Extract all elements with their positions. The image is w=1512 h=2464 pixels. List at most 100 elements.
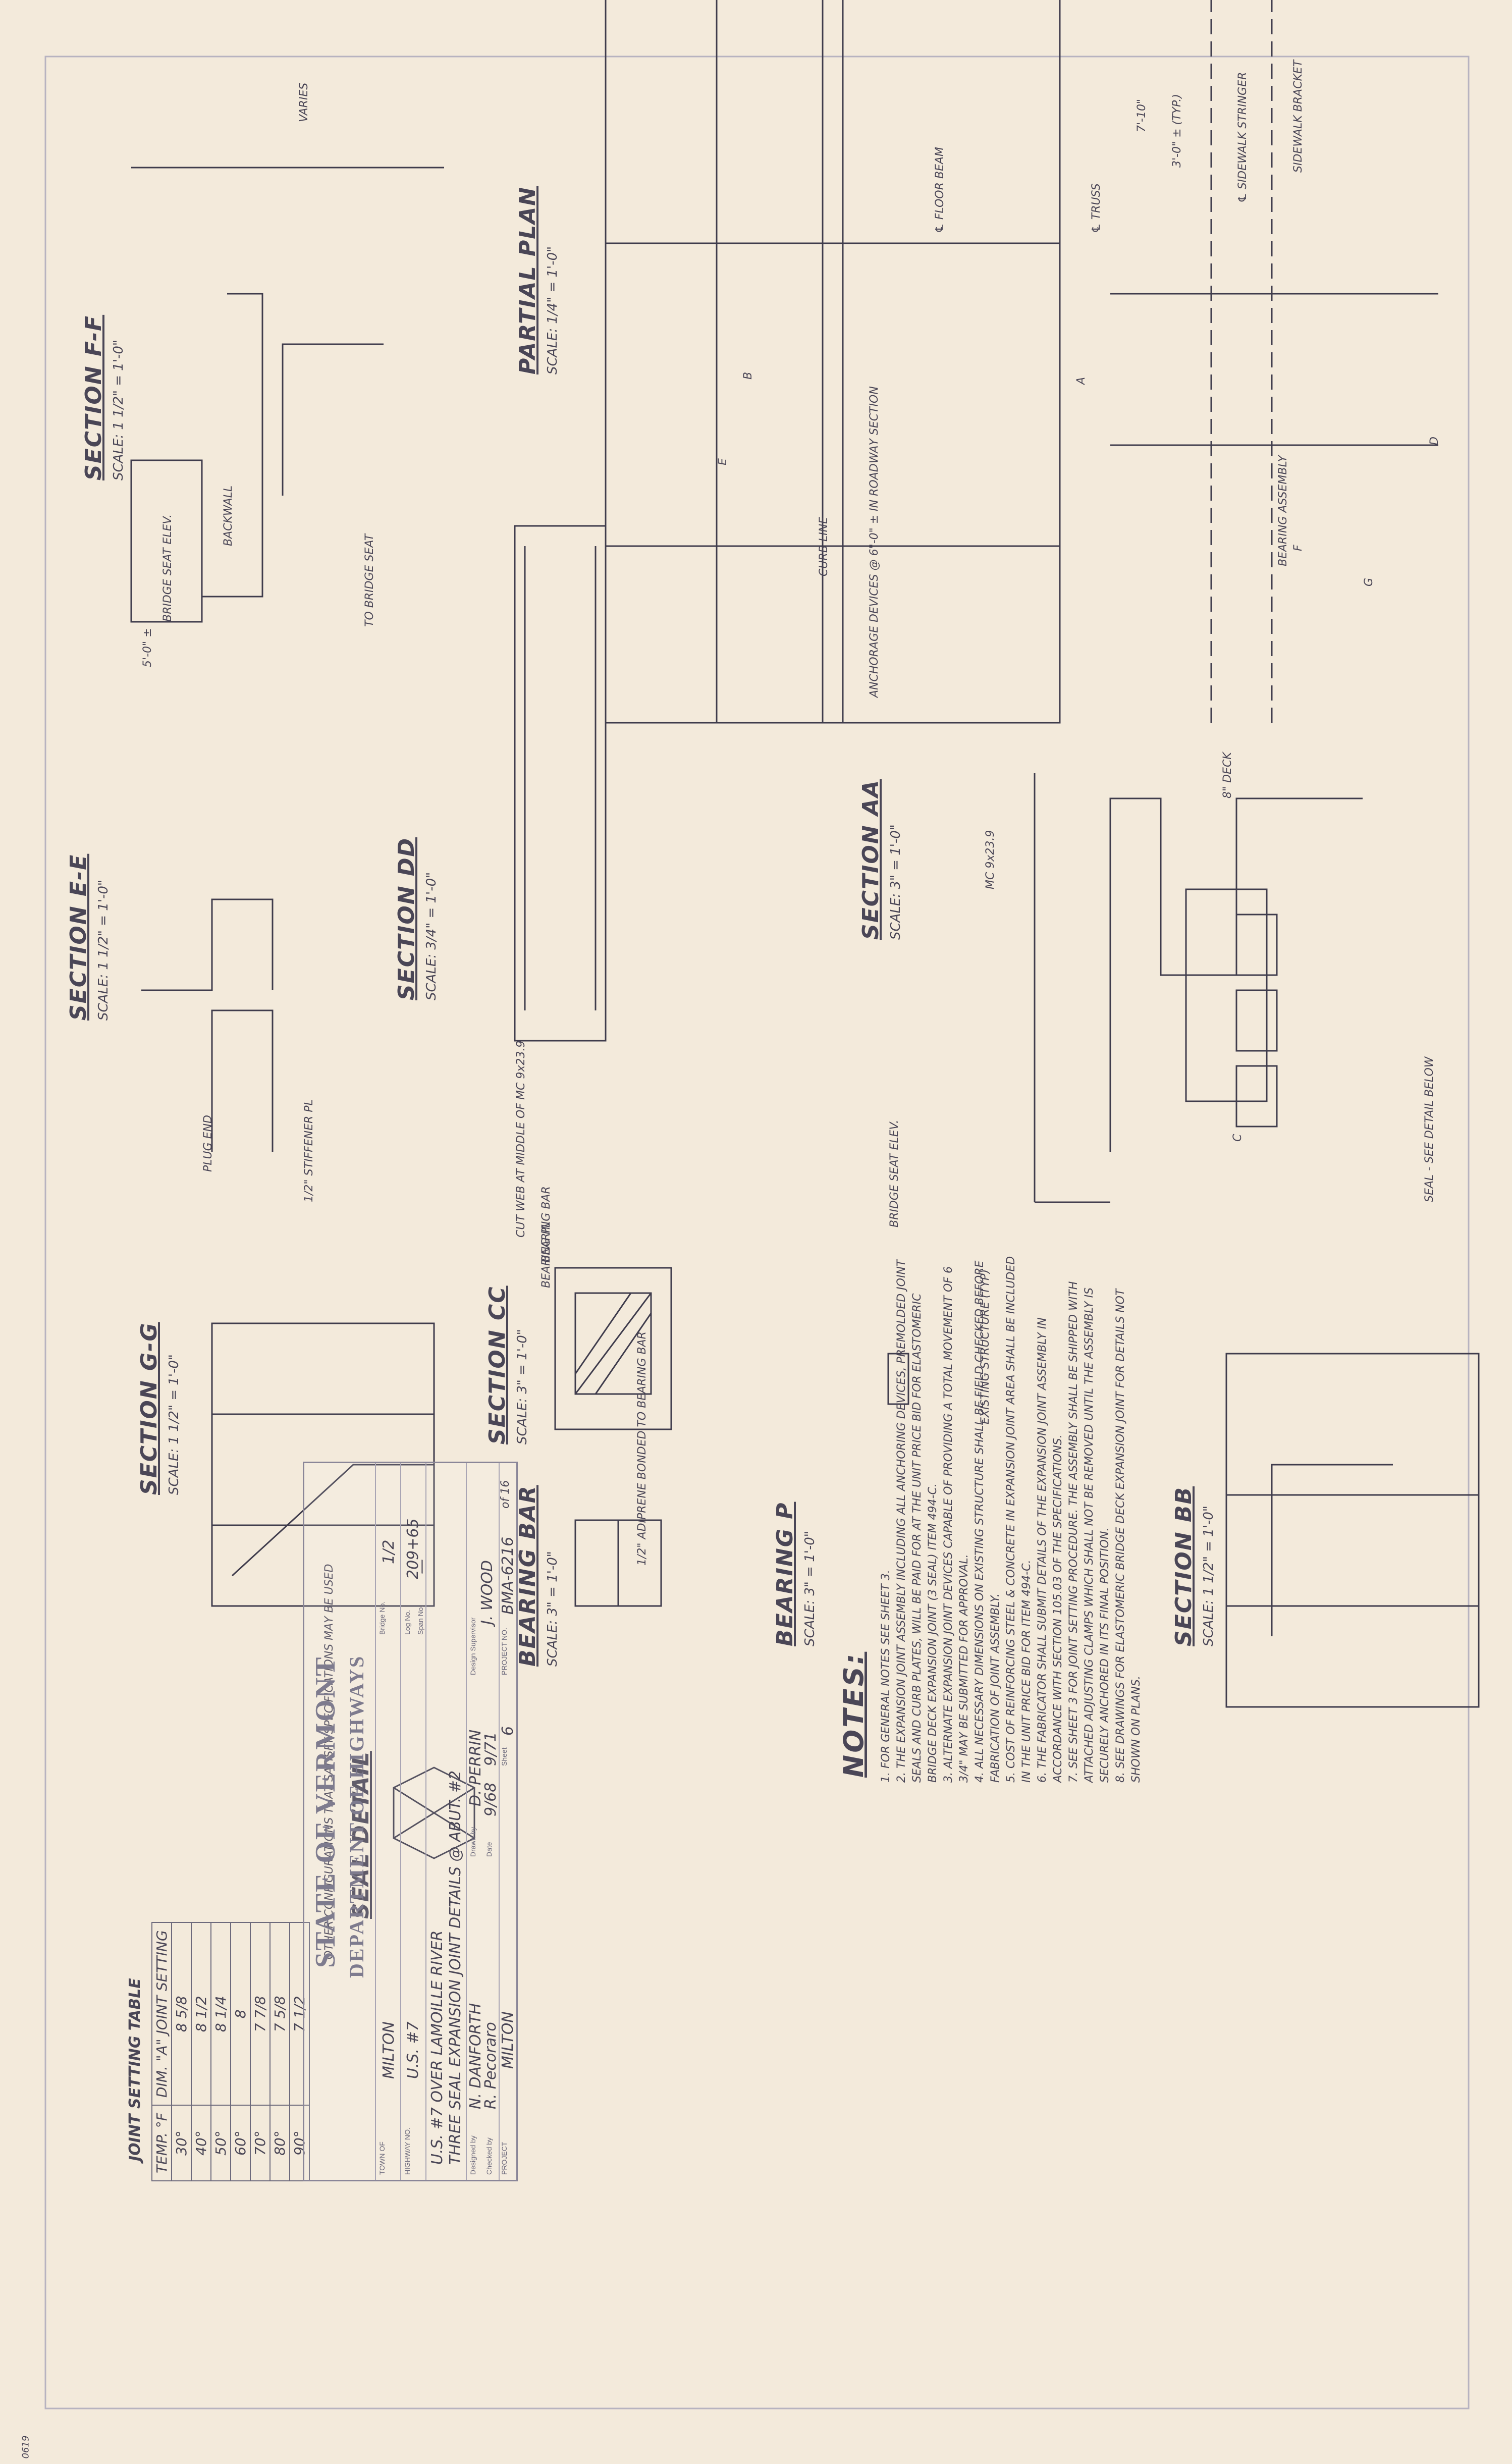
bearing-bar-title: BEARING BAR bbox=[515, 1485, 541, 1667]
title-block-department: DEPARTMENT OF HIGHWAYS bbox=[345, 1654, 368, 1978]
table-cell: 8 5/8 bbox=[172, 1922, 191, 2106]
notes-list: 1. FOR GENERAL NOTES SEE SHEET 3. 2. THE… bbox=[878, 1253, 1144, 1783]
span-label: Span No. bbox=[416, 1605, 424, 1635]
town-label: TOWN OF bbox=[378, 2141, 386, 2175]
section-mark-a: A bbox=[1075, 377, 1088, 385]
plug-end-label: PLUG END bbox=[202, 1115, 214, 1172]
anchorage-label: ANCHORAGE DEVICES @ 6"-0" ± IN ROADWAY S… bbox=[868, 386, 881, 698]
bridge-seat-elev-aa-label: BRIDGE SEAT ELEV. bbox=[888, 1119, 901, 1227]
designed-label: Designed by bbox=[469, 2135, 477, 2175]
section-mark-g: G bbox=[1363, 577, 1375, 586]
to-bridge-seat-label: TO BRIDGE SEAT bbox=[363, 533, 376, 627]
bridge-no-value: 1/2 bbox=[380, 1539, 398, 1564]
dim-7-10-label: 7'-10" bbox=[1136, 98, 1148, 132]
dim-3-0-label: 3'-0" ± (TYP.) bbox=[1171, 94, 1183, 168]
table-cell: 7 5/8 bbox=[270, 1922, 290, 2106]
log-no-label: Log No. bbox=[403, 1610, 411, 1635]
table-cell: 30° bbox=[172, 2105, 191, 2181]
section-ff-title: SECTION F-F bbox=[81, 314, 106, 480]
date-value-2: 9/71 bbox=[482, 1732, 500, 1766]
sheet-value: 6 bbox=[499, 1726, 517, 1736]
title-line-2: THREE SEAL EXPANSION JOINT DETAILS @ ABU… bbox=[447, 1770, 464, 2165]
section-aa-title: SECTION AA bbox=[858, 779, 884, 940]
section-gg-title: SECTION G-G bbox=[136, 1322, 162, 1495]
table-cell: 7 7/8 bbox=[250, 1922, 270, 2106]
table-header: DIM. "A" JOINT SETTING bbox=[152, 1922, 172, 2106]
project-label: PROJECT bbox=[500, 2141, 508, 2175]
note-item: 6. THE FABRICATOR SHALL SUBMIT DETAILS O… bbox=[1036, 1317, 1064, 1783]
curb-line-label: CURB LINE bbox=[818, 517, 830, 576]
table-cell: 8 1/2 bbox=[191, 1922, 211, 2106]
bearing-bar-scale: SCALE: 3" = 1'-0" bbox=[545, 1551, 560, 1667]
project-no-value: BMA-6216 bbox=[499, 1536, 517, 1615]
deck-label: 8" DECK bbox=[1221, 752, 1234, 798]
notes-heading: NOTES: bbox=[838, 1651, 870, 1778]
design-supervisor-value: J. WOOD bbox=[478, 1560, 496, 1625]
project-value: MILTON bbox=[499, 2011, 517, 2069]
town-value: MILTON bbox=[380, 2021, 398, 2079]
highway-value: U.S. #7 bbox=[404, 2021, 422, 2079]
backwall-label: BACKWALL bbox=[222, 485, 235, 546]
note-item: 3. ALTERNATE EXPANSION JOINT DEVICES CAP… bbox=[942, 1266, 970, 1783]
table-cell: 70° bbox=[250, 2105, 270, 2181]
table-row: 50°8 1/4 bbox=[211, 1922, 231, 2181]
section-gg-scale: SCALE: 1 1/2" = 1'-0" bbox=[167, 1354, 182, 1495]
cut-web-label: CUT WEB AT MIDDLE OF MC 9x23.9 bbox=[515, 1040, 527, 1238]
note-item: 2. THE EXPANSION JOINT ASSEMBLY INCLUDIN… bbox=[895, 1259, 939, 1783]
joint-setting-table-title: JOINT SETTING TABLE bbox=[126, 1978, 144, 2161]
checked-value: R. Pecoraro bbox=[482, 2022, 500, 2109]
note-item: 8. SEE DRAWINGS FOR ELASTOMERIC BRIDGE D… bbox=[1114, 1289, 1143, 1783]
sidewalk-bracket-label: SIDEWALK BRACKET bbox=[1292, 60, 1305, 173]
title-block-state: STATE OF VERMONT bbox=[310, 1655, 341, 1968]
section-cc-scale: SCALE: 3" = 1'-0" bbox=[515, 1329, 530, 1444]
section-ee-scale: SCALE: 1 1/2" = 1'-0" bbox=[96, 880, 111, 1021]
section-dd-title: SECTION DD bbox=[394, 837, 419, 1000]
section-aa-scale: SCALE: 3" = 1'-0" bbox=[888, 824, 903, 940]
table-row: 70°7 7/8 bbox=[250, 1922, 270, 2181]
design-supervisor-label: Design Supervisor bbox=[469, 1617, 477, 1675]
bridge-no-label: Bridge No. bbox=[378, 1601, 386, 1635]
bearing-pl-callout: BEARING PL bbox=[540, 1221, 553, 1288]
table-cell: 40° bbox=[191, 2105, 211, 2181]
date-label: Date bbox=[485, 1842, 493, 1857]
section-mark-e: E bbox=[717, 458, 729, 465]
seal-see-detail-label: SEAL - SEE DETAIL BELOW bbox=[1423, 1056, 1436, 1202]
table-row: 80°7 5/8 bbox=[270, 1922, 290, 2181]
note-item: 4. ALL NECESSARY DIMENSIONS ON EXISTING … bbox=[974, 1260, 1002, 1783]
truss-label: ℄ TRUSS bbox=[1090, 183, 1103, 233]
joint-setting-table: TEMP. °F DIM. "A" JOINT SETTING 30°8 5/8… bbox=[151, 1922, 310, 2181]
drawn-label: Drawn by bbox=[469, 1827, 477, 1857]
bearing-plate-title: BEARING P bbox=[772, 1502, 798, 1646]
section-mark-f: F bbox=[1292, 545, 1305, 551]
section-ff-scale: SCALE: 1 1/2" = 1'-0" bbox=[111, 340, 126, 480]
sheet-of-value: of 16 bbox=[499, 1480, 512, 1509]
partial-plan-scale: SCALE: 1/4" = 1'-0" bbox=[545, 246, 560, 374]
table-cell: 8 1/4 bbox=[211, 1922, 231, 2106]
title-line-1: U.S. #7 OVER LAMOILLE RIVER bbox=[428, 1930, 446, 2165]
sheet-label: Sheet bbox=[500, 1747, 508, 1766]
table-row: 30°8 5/8 bbox=[172, 1922, 191, 2181]
table-row: 60°8 bbox=[231, 1922, 250, 2181]
section-bb-scale: SCALE: 1 1/2" = 1'-0" bbox=[1201, 1506, 1216, 1646]
section-mark-d: D bbox=[1428, 437, 1441, 445]
table-cell: 80° bbox=[270, 2105, 290, 2181]
section-bb-title: SECTION BB bbox=[1171, 1486, 1197, 1646]
varies-label: VARIES bbox=[298, 82, 310, 122]
date-value: 9/68 bbox=[482, 1782, 500, 1816]
section-dd-scale: SCALE: 3/4" = 1'-0" bbox=[424, 872, 439, 1000]
span-value: — bbox=[413, 1559, 430, 1574]
bearing-plate-scale: SCALE: 3" = 1'-0" bbox=[802, 1531, 818, 1646]
mc-label: MC 9x23.9 bbox=[984, 830, 997, 889]
table-cell: 50° bbox=[211, 2105, 231, 2181]
section-mark-b: B bbox=[742, 371, 754, 380]
section-cc-title: SECTION CC bbox=[484, 1285, 510, 1444]
project-no-label: PROJECT NO. bbox=[500, 1628, 508, 1675]
note-item: 1. FOR GENERAL NOTES SEE SHEET 3. bbox=[880, 1570, 892, 1783]
sidewalk-stringer-label: ℄ SIDEWALK STRINGER bbox=[1236, 72, 1249, 203]
partial-plan-title: PARTIAL PLAN bbox=[515, 186, 541, 374]
bridge-seat-elev-label: BRIDGE SEAT ELEV. bbox=[161, 514, 174, 622]
bearing-assembly-label: BEARING ASSEMBLY bbox=[1277, 455, 1289, 566]
